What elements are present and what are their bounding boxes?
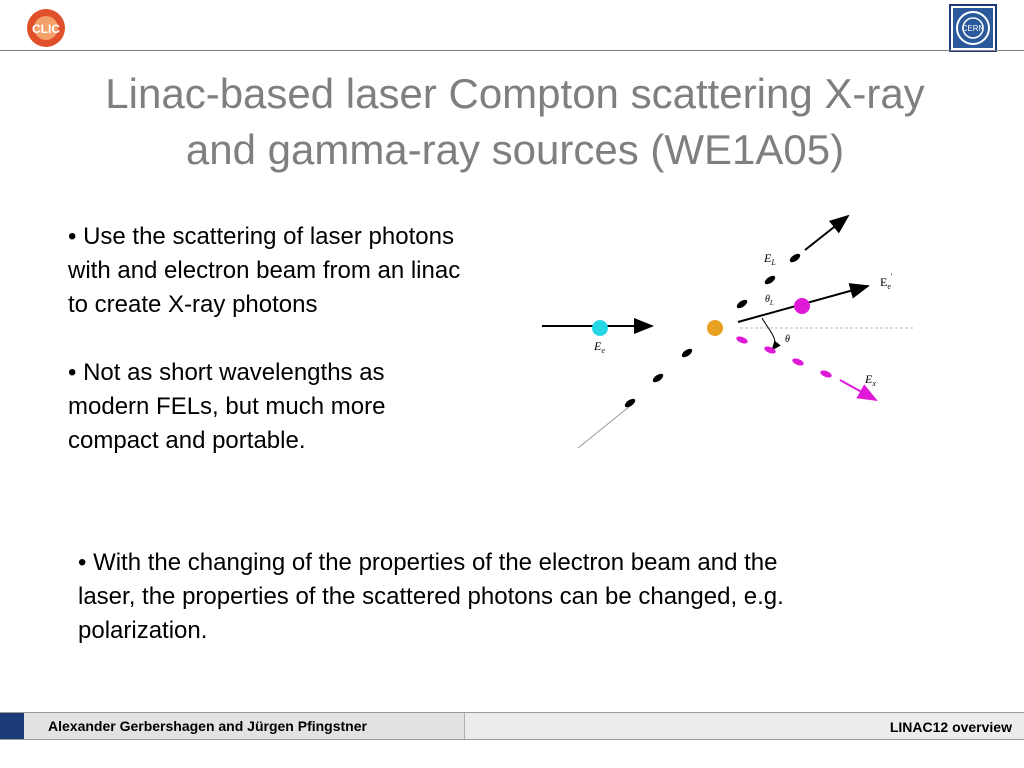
bullet-list-left: • Use the scattering of laser photons wi… bbox=[68, 220, 468, 458]
compton-scattering-diagram: Ee EL Ee' θL θ Ex bbox=[542, 214, 915, 449]
xray-sub: x bbox=[871, 379, 876, 388]
svg-text:θL: θL bbox=[765, 294, 774, 307]
svg-text:Ee: Ee bbox=[593, 339, 605, 355]
cern-logo-text: CERN bbox=[962, 24, 985, 33]
laser-energy-sub: L bbox=[770, 258, 776, 267]
collision-point bbox=[707, 320, 723, 336]
theta-label: θ bbox=[785, 334, 790, 345]
bullet-item: • Use the scattering of laser photons wi… bbox=[68, 223, 461, 318]
header-divider bbox=[0, 50, 1024, 51]
theta-arc bbox=[761, 317, 781, 351]
bullet-item: • Not as short wavelengths as modern FEL… bbox=[68, 359, 386, 454]
laser-track bbox=[577, 405, 631, 449]
footer-accent-block bbox=[0, 713, 24, 739]
svg-text:Ee': Ee' bbox=[880, 272, 893, 291]
footer-event: LINAC12 overview bbox=[889, 719, 1012, 735]
electron-in-sub: e bbox=[601, 346, 605, 355]
laser-photon bbox=[764, 275, 776, 285]
footer-bar: Alexander Gerbershagen and Jürgen Pfings… bbox=[0, 712, 1024, 740]
electron-in-dot bbox=[592, 320, 608, 336]
cern-logo: CERN bbox=[949, 4, 997, 52]
electron-out-sub: e bbox=[887, 282, 891, 291]
xray-photon bbox=[736, 336, 748, 344]
laser-photon bbox=[652, 373, 664, 383]
laser-photon bbox=[789, 253, 801, 263]
electron-out-label: E bbox=[880, 275, 887, 289]
xray-arrow bbox=[839, 379, 878, 401]
svg-text:Ex: Ex bbox=[864, 372, 876, 388]
xray-photon bbox=[764, 346, 776, 354]
theta-l-sub: L bbox=[769, 299, 774, 307]
xray-photon bbox=[820, 370, 832, 378]
electron-in-label: E bbox=[593, 339, 602, 353]
xray-photon bbox=[792, 358, 804, 366]
laser-photon bbox=[681, 348, 693, 358]
bullet-item-bottom: • With the changing of the properties of… bbox=[78, 549, 784, 644]
svg-text:EL: EL bbox=[763, 251, 776, 267]
xray-label: E bbox=[864, 372, 873, 386]
laser-photon bbox=[736, 299, 748, 309]
laser-energy-label: E bbox=[763, 251, 772, 265]
laser-photon bbox=[624, 398, 636, 408]
clic-logo-text: CLIC bbox=[32, 22, 60, 36]
laser-out-arrow bbox=[804, 214, 850, 251]
theta-l-label: θ bbox=[765, 294, 770, 305]
clic-logo: CLIC bbox=[27, 9, 65, 47]
footer-authors: Alexander Gerbershagen and Jürgen Pfings… bbox=[48, 718, 367, 734]
slide-title-line2: and gamma-ray sources (WE1A05) bbox=[185, 126, 845, 173]
electron-out-sup: ' bbox=[891, 272, 893, 281]
slide-title-line1: Linac-based laser Compton scattering X-r… bbox=[105, 70, 925, 117]
electron-out-dot bbox=[794, 298, 810, 314]
footer-authors-box: Alexander Gerbershagen and Jürgen Pfings… bbox=[24, 713, 465, 739]
slide-title: Linac-based laser Compton scattering X-r… bbox=[40, 66, 990, 178]
